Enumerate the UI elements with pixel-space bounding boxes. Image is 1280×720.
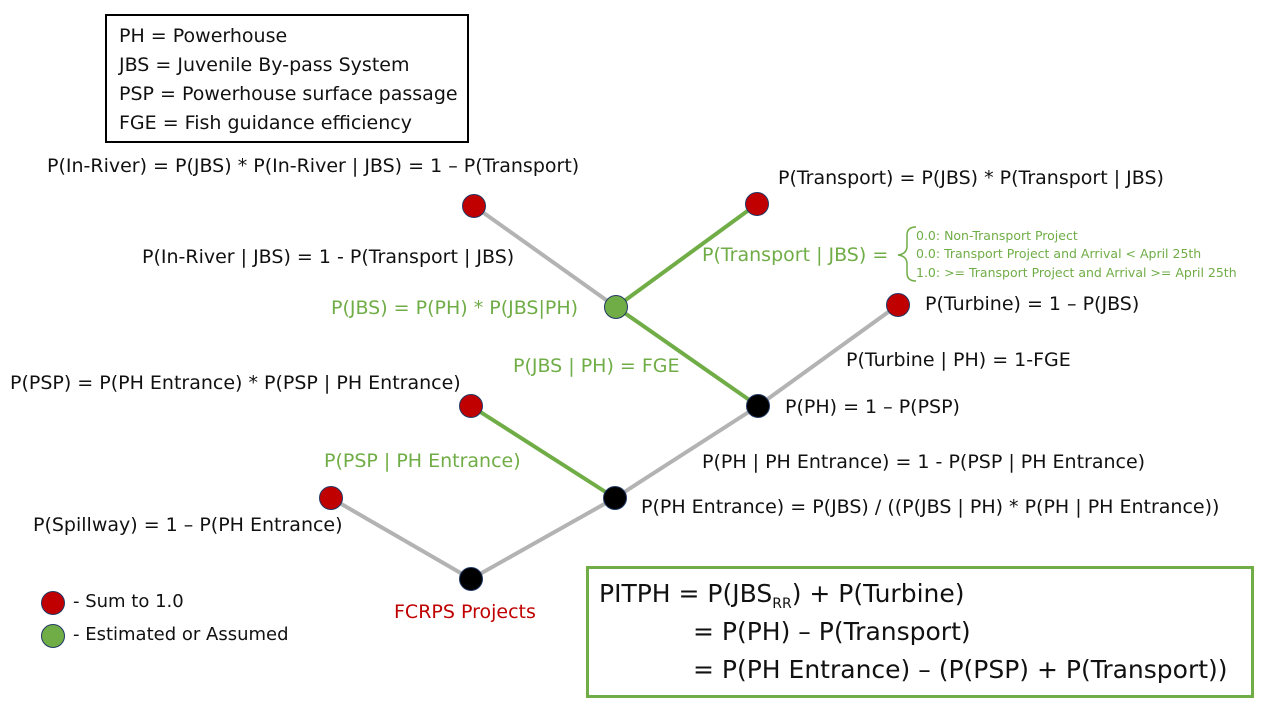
label-ph-entrance: P(PH Entrance) = P(JBS) / ((P(JBS | PH) … (641, 496, 1220, 518)
node-turbine (886, 293, 910, 317)
transport-options-brace (897, 226, 917, 282)
transport-option-2: 1.0: >= Transport Project and Arrival >=… (916, 265, 1237, 280)
edge-phentr-ph (613, 404, 760, 500)
label-turbine: P(Turbine) = 1 – P(JBS) (925, 293, 1140, 315)
node-root (459, 567, 483, 591)
transport-option-0: 0.0: Non-Transport Project (916, 228, 1078, 243)
label-psp: P(PSP) = P(PH Entrance) * P(PSP | PH Ent… (10, 372, 461, 394)
edge-jbs-inriver (472, 204, 618, 309)
node-ph (746, 394, 770, 418)
formula-subscript: RR (772, 596, 792, 612)
label-root: FCRPS Projects (394, 601, 536, 623)
key-line-jbs: JBS = Juvenile By-pass System (119, 54, 410, 76)
label-psp-given-ph-entrance: P(PSP | PH Entrance) (324, 450, 521, 472)
edge-jbs-transport (614, 202, 759, 309)
edge-root-spill (329, 496, 473, 581)
key-line-fge: FGE = Fish guidance efficiency (119, 112, 412, 134)
node-jbs (604, 295, 628, 319)
label-spillway: P(Spillway) = 1 – P(PH Entrance) (33, 514, 343, 536)
label-in-river-given-jbs: P(In-River | JBS) = 1 - P(Transport | JB… (142, 246, 515, 268)
formula-line-1: PITPH = P(JBSRR) + P(Turbine) (599, 579, 965, 612)
label-jbs-given-ph: P(JBS | PH) = FGE (513, 355, 680, 377)
label-transport: P(Transport) = P(JBS) * P(Transport | JB… (778, 167, 1164, 189)
node-psp (459, 394, 483, 418)
legend-green-text: - Estimated or Assumed (73, 624, 289, 645)
edge-phentr-psp (469, 404, 617, 500)
label-in-river: P(In-River) = P(JBS) * P(In-River | JBS)… (47, 155, 580, 177)
node-phentr (603, 486, 627, 510)
formula-line-3: = P(PH Entrance) – (P(PSP) + P(Transport… (693, 655, 1228, 684)
key-line-ph: PH = Powerhouse (119, 25, 288, 47)
legend-green-dot (41, 624, 65, 648)
formula-line-1-prefix: PITPH = P(JBS (599, 579, 773, 608)
node-transport (745, 192, 769, 216)
node-inriver (462, 194, 486, 218)
legend-red-text: - Sum to 1.0 (73, 591, 184, 612)
label-turbine-given-ph: P(Turbine | PH) = 1-FGE (846, 349, 1071, 371)
label-ph: P(PH) = 1 – P(PSP) (785, 396, 960, 418)
key-line-psp: PSP = Powerhouse surface passage (119, 83, 458, 105)
label-transport-given-jbs: P(Transport | JBS) = (702, 244, 889, 266)
edge-ph-jbs (614, 305, 760, 408)
formula-line-1-suffix: ) + P(Turbine) (791, 579, 965, 608)
transport-option-1: 0.0: Transport Project and Arrival < Apr… (916, 246, 1202, 261)
label-ph-given-ph-entrance: P(PH | PH Entrance) = 1 - P(PSP | PH Ent… (702, 451, 1146, 473)
legend-red-dot (41, 591, 65, 615)
pitph-formula-box: PITPH = P(JBSRR) + P(Turbine) = P(PH) – … (586, 566, 1254, 698)
edge-ph-turbine (756, 303, 900, 408)
abbreviation-key: PH = Powerhouse JBS = Juvenile By-pass S… (105, 14, 469, 143)
formula-line-2: = P(PH) – P(Transport) (693, 617, 971, 646)
edge-root-phentr (470, 496, 616, 581)
node-spill (319, 486, 343, 510)
label-jbs: P(JBS) = P(PH) * P(JBS|PH) (331, 297, 579, 319)
